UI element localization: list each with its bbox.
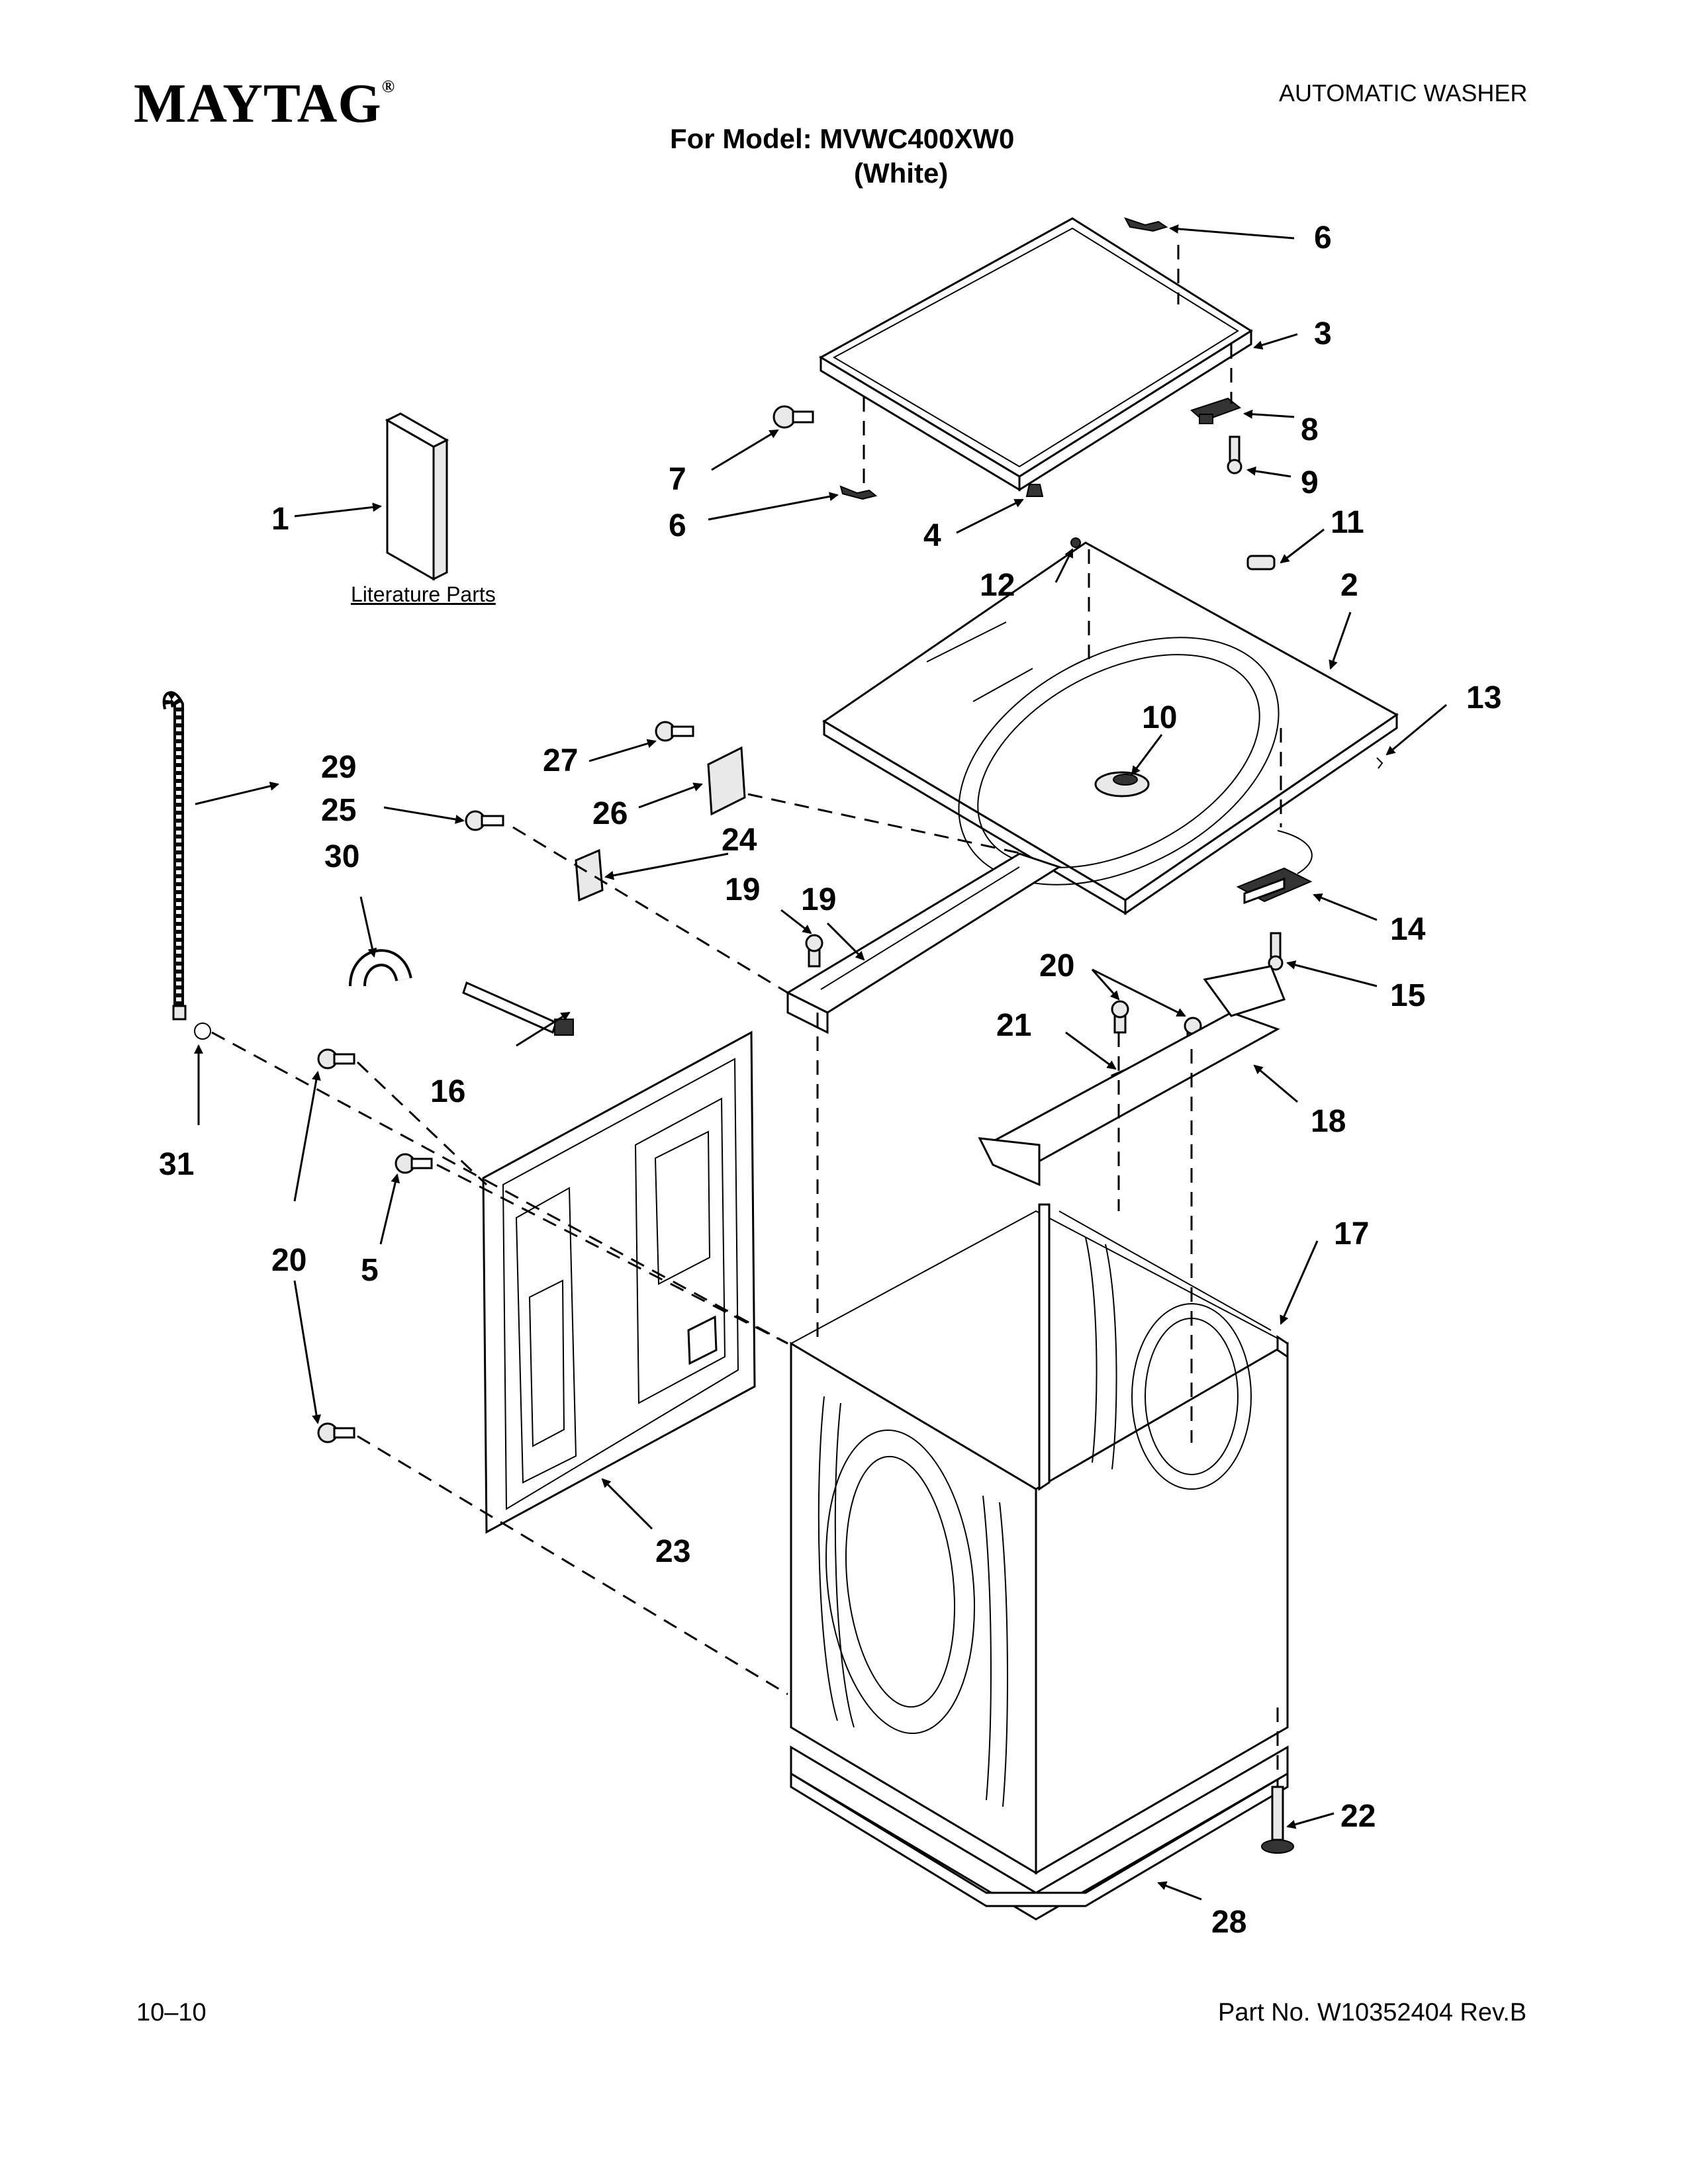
callout-1: 1: [271, 502, 289, 537]
screw-9: [1227, 435, 1243, 475]
callout-6-bottom: 6: [669, 508, 686, 543]
screw-15: [1268, 932, 1284, 971]
screw-20-side-b: [317, 1422, 355, 1443]
callout-19: 19: [801, 882, 836, 917]
leader-lines: [194, 224, 1447, 1901]
base-28: [790, 1745, 1289, 1921]
callout-28: 28: [1211, 1905, 1246, 1940]
assembly-guide-lines: [211, 245, 1282, 1787]
callout-24: 24: [722, 823, 757, 858]
bracket-26: [707, 746, 746, 816]
footer-date: 10–10: [136, 1999, 207, 2026]
lid-part: [818, 217, 1253, 492]
callout-26: 26: [592, 796, 628, 831]
brand-logo: MAYTAG®: [134, 73, 396, 134]
switch-assembly-14: [1236, 830, 1313, 905]
lid-hinge-top: [1123, 217, 1168, 232]
callout-7: 7: [669, 462, 686, 497]
rear-brace-18: [978, 965, 1286, 1187]
callout-18: 18: [1311, 1104, 1346, 1139]
callout-15: 15: [1390, 978, 1425, 1013]
model-title: For Model: MVWC400XW0: [670, 123, 1015, 154]
document-type: AUTOMATIC WASHER: [1279, 79, 1528, 107]
top-panel-part: [822, 541, 1399, 915]
model-variant: (White): [854, 158, 949, 189]
callout-9: 9: [1301, 465, 1319, 500]
callout-21: 21: [996, 1008, 1031, 1043]
callout-27: 27: [543, 743, 578, 778]
callout-22: 22: [1340, 1799, 1376, 1834]
lid-hinge-bottom: [839, 485, 878, 500]
hose-elbow-30: [349, 949, 412, 987]
bumper-4: [1025, 484, 1044, 497]
callout-17: 17: [1334, 1216, 1369, 1251]
callout-5: 5: [361, 1253, 379, 1288]
plug-11: [1246, 555, 1276, 570]
lid-switch-8: [1190, 397, 1242, 424]
screw-5: [395, 1153, 433, 1174]
callout-4: 4: [923, 518, 941, 553]
callout-8: 8: [1301, 412, 1319, 447]
screw-7: [773, 405, 814, 429]
callout-31: 31: [159, 1147, 194, 1182]
clip-24: [575, 848, 604, 902]
callout-6-top: 6: [1314, 220, 1332, 255]
callout-10: 10: [1142, 700, 1177, 735]
screw-27: [655, 721, 694, 742]
literature-book-1: [385, 412, 449, 581]
callout-3: 3: [1314, 316, 1332, 351]
literature-parts-label: Literature Parts: [351, 582, 496, 606]
callout-12: 12: [980, 568, 1015, 603]
callout-16: 16: [430, 1074, 465, 1109]
top-brace-19: [785, 852, 1062, 1034]
callout-25: 25: [321, 793, 356, 828]
callout-23: 23: [655, 1534, 690, 1569]
clip-13: [1376, 757, 1383, 769]
screw-20-rear-a: [1111, 1000, 1129, 1034]
cable-tie-16: [462, 981, 574, 1036]
dispenser-cap-10: [1094, 771, 1150, 797]
callout-11: 11: [1331, 505, 1364, 540]
callout-labels: 6 3 8 9 4 7 6 1 12 11 2 13 10 14 15 29 2…: [159, 220, 1501, 1940]
hose-clamp-31: [194, 1023, 211, 1040]
screw-25: [465, 810, 504, 831]
clip-12: [1070, 537, 1081, 548]
callout-20-rear: 20: [1039, 948, 1074, 983]
callout-14: 14: [1390, 912, 1426, 947]
callout-2: 2: [1340, 568, 1358, 603]
screw-20-side-a: [317, 1048, 355, 1069]
rear-panel-23: [482, 1030, 756, 1534]
callout-30: 30: [324, 839, 359, 874]
cabinet-17: [790, 1203, 1289, 1875]
callout-29: 29: [321, 750, 356, 785]
screw-20-brace: [805, 934, 823, 968]
footer-part-number: Part No. W10352404 Rev.B: [1218, 1999, 1527, 2026]
callout-13: 13: [1466, 680, 1501, 715]
callout-20-side: 20: [271, 1243, 306, 1278]
callout-20-brace: 19: [725, 872, 760, 907]
drain-hose-29: [162, 691, 187, 1021]
